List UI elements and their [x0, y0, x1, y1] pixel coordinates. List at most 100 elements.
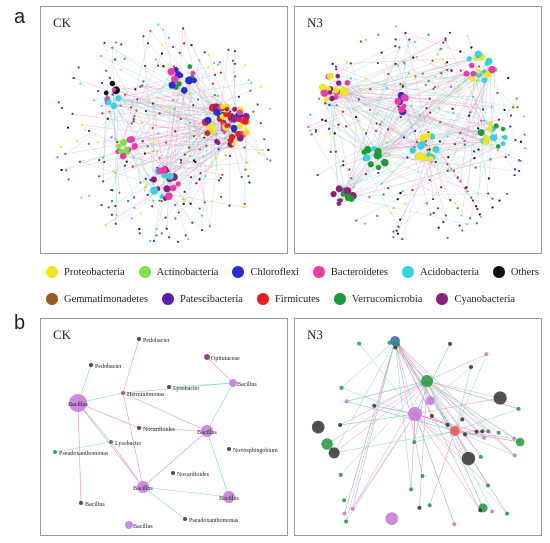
- genus-node-circle: [484, 352, 489, 357]
- genus-edge: [454, 430, 485, 439]
- network-node: [446, 61, 449, 64]
- network-edge: [462, 69, 496, 139]
- network-node: [154, 58, 157, 61]
- genus-node: Pseudoxanthomonas: [53, 450, 109, 457]
- genus-edge: [142, 430, 208, 488]
- network-node: [419, 134, 427, 142]
- network-node: [407, 72, 410, 75]
- network-node: [134, 88, 137, 91]
- network-edge: [232, 60, 239, 135]
- network-node: [170, 184, 177, 192]
- network-node: [189, 176, 193, 179]
- genus-edge: [339, 380, 428, 426]
- network-node: [314, 129, 318, 132]
- network-node: [203, 136, 206, 139]
- genus-node-circle: [79, 501, 83, 505]
- network-node: [507, 153, 510, 156]
- genus-label: Opitutaceae: [211, 356, 240, 362]
- network-node: [464, 187, 467, 190]
- network-node: [401, 238, 404, 241]
- genus-node-circle: [450, 426, 460, 436]
- network-node: [385, 87, 388, 90]
- network-edge: [333, 70, 491, 195]
- network-node: [135, 109, 138, 112]
- network-node: [210, 200, 213, 203]
- genus-edge: [414, 413, 481, 511]
- network-node: [334, 65, 338, 68]
- acidobacteria-dot-icon: [402, 266, 415, 278]
- network-node: [259, 85, 263, 88]
- network-node: [114, 137, 117, 140]
- network-node: [199, 172, 202, 175]
- network-node: [310, 133, 313, 136]
- network-node: [219, 176, 222, 180]
- genus-node-circle: [408, 407, 422, 421]
- network-node: [139, 181, 142, 184]
- network-node: [463, 139, 466, 143]
- network-node: [488, 121, 494, 127]
- network-node: [381, 158, 389, 167]
- network-node: [223, 137, 226, 140]
- network-node: [488, 65, 496, 74]
- network-edge: [377, 155, 520, 172]
- panel-a-letter: a: [14, 6, 26, 28]
- network-node: [198, 148, 202, 151]
- network-node: [490, 105, 493, 108]
- network-node: [482, 138, 490, 146]
- network-node: [487, 192, 490, 195]
- network-node: [144, 177, 147, 180]
- network-edge: [336, 57, 478, 98]
- network-node: [415, 55, 418, 59]
- network-node: [509, 125, 512, 128]
- network-node: [160, 52, 164, 55]
- network-edge: [336, 59, 444, 98]
- network-edge: [340, 159, 491, 201]
- genus-node-circle: [412, 440, 417, 445]
- genus-node: Opitutaceae: [204, 354, 240, 362]
- network-node: [220, 103, 226, 110]
- genus-node-circle: [69, 394, 87, 412]
- network-edge: [153, 143, 235, 180]
- legend-label: Actinobacteria: [156, 266, 219, 278]
- network-edge: [350, 57, 478, 64]
- network-node: [477, 65, 481, 68]
- genus-edge: [358, 343, 416, 415]
- network-node: [230, 124, 238, 132]
- network-edge: [348, 197, 468, 225]
- genus-edge: [394, 340, 431, 401]
- network-node: [392, 230, 395, 233]
- network-node: [457, 87, 460, 90]
- genus-node: Bacillus: [229, 379, 257, 388]
- network-node: [142, 80, 145, 83]
- network-node: [105, 99, 112, 105]
- network-edge: [112, 83, 223, 117]
- legend-label: Acidobacteria: [420, 266, 479, 278]
- genus-edge: [122, 392, 144, 488]
- network-edge: [134, 71, 172, 147]
- legend-item-actinobacteria: Actinobacteria: [138, 266, 219, 278]
- genus-edge: [394, 340, 416, 415]
- network-node: [476, 69, 482, 74]
- network-node: [119, 68, 122, 71]
- network-node: [429, 213, 432, 216]
- network-node: [181, 27, 185, 30]
- network-node: [211, 82, 215, 85]
- network-node: [395, 229, 398, 232]
- network-node: [257, 151, 260, 155]
- network-node: [184, 234, 187, 237]
- network-node: [174, 130, 177, 133]
- network-node: [223, 132, 226, 135]
- network-node: [385, 141, 388, 144]
- network-node: [436, 207, 439, 210]
- genus-node-circle: [485, 483, 490, 488]
- genus-node: Bacillus: [219, 491, 239, 503]
- network-edge: [238, 119, 268, 160]
- network-node: [146, 193, 149, 196]
- network-node: [444, 39, 447, 42]
- network-node: [248, 181, 251, 184]
- genus-node-circle: [344, 399, 349, 404]
- network-node: [427, 79, 430, 83]
- network-node: [172, 65, 175, 68]
- network-node: [247, 175, 250, 178]
- ck-genus-network: PedobacterPedobacterOpitutaceaeHerminiim…: [53, 337, 278, 530]
